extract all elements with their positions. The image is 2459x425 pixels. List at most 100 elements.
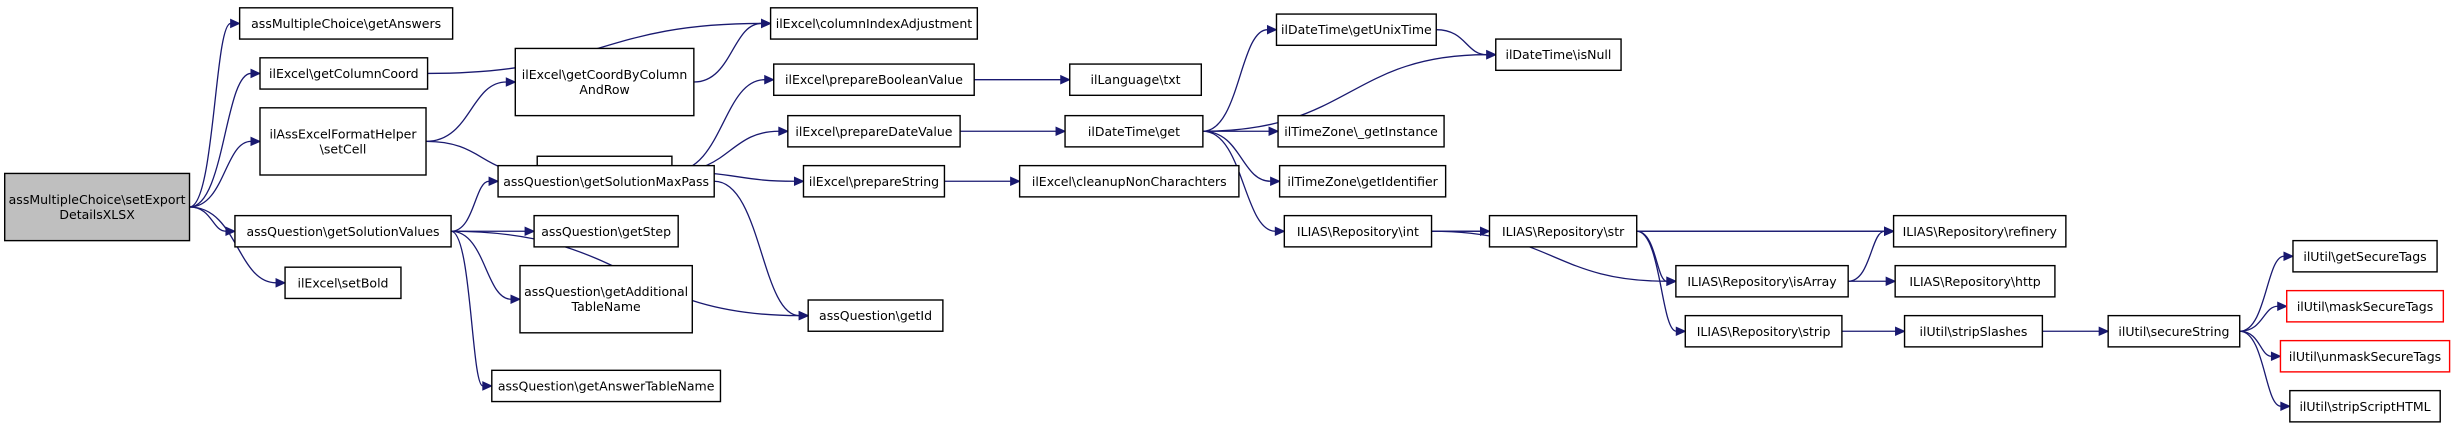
node-box[interactable] xyxy=(1278,164,1447,198)
node-box[interactable] xyxy=(284,266,402,300)
node-box[interactable] xyxy=(1283,214,1433,248)
arrow-head-icon xyxy=(2098,326,2110,337)
graph-node[interactable]: ILIAS\Repository\refinery xyxy=(1892,214,2067,248)
edge-line xyxy=(714,180,800,317)
node-label: assMultipleChoice\getAnswers xyxy=(251,16,441,31)
node-label: assQuestion\getId xyxy=(819,308,932,323)
edge-line xyxy=(450,230,484,387)
node-box[interactable] xyxy=(519,264,693,334)
graph-node[interactable]: ilExcel\columnIndexAdjustment xyxy=(769,7,979,40)
node-box[interactable] xyxy=(2107,314,2241,348)
arrow-head-icon xyxy=(275,278,287,288)
graph-node[interactable]: ilUtil\getSecureTags xyxy=(2292,239,2438,273)
node-label: ILIAS\Repository\str xyxy=(1502,224,1625,239)
node-box[interactable] xyxy=(787,114,961,148)
edge-line xyxy=(1202,29,1268,132)
graph-node[interactable]: ilDateTime\getUnixTime xyxy=(1275,13,1437,47)
graph-node[interactable]: ilExcel\getColumnCoord xyxy=(259,57,429,90)
node-box[interactable] xyxy=(2292,239,2438,273)
graph-node[interactable]: ilAssExcelFormatHelper\setCell xyxy=(259,107,427,176)
node-box[interactable] xyxy=(234,214,452,248)
arrow-head-icon xyxy=(1266,24,1278,35)
graph-node[interactable]: ILIAS\Repository\str xyxy=(1488,214,1638,248)
graph-node[interactable]: ilDateTime\get xyxy=(1064,114,1204,148)
graph-node[interactable]: ilUtil\maskSecureTags xyxy=(2286,289,2445,323)
node-label: ILIAS\Repository\int xyxy=(1297,224,1419,239)
node-label: ilUtil\stripScriptHTML xyxy=(2299,399,2430,414)
node-label: assQuestion\getSolutionMaxPass xyxy=(503,174,709,189)
node-box[interactable] xyxy=(1684,314,1843,348)
node-box[interactable] xyxy=(491,369,722,403)
graph-node[interactable]: assQuestion\getAnswerTableName xyxy=(491,369,722,403)
node-box[interactable] xyxy=(238,7,454,40)
graph-node[interactable]: ilUtil\stripScriptHTML xyxy=(2289,389,2441,423)
node-box[interactable] xyxy=(769,7,979,40)
graph-node[interactable]: ILIAS\Repository\isArray xyxy=(1675,264,1849,298)
graph-node[interactable]: ilExcel\prepareDateValue xyxy=(787,114,961,148)
node-box[interactable] xyxy=(1018,164,1240,198)
graph-node[interactable]: assQuestion\getSolutionMaxPass xyxy=(497,164,715,198)
node-box[interactable] xyxy=(497,164,715,198)
node-label: ilUtil\maskSecureTags xyxy=(2297,299,2433,314)
node-box[interactable] xyxy=(2286,289,2445,323)
edge-line xyxy=(189,22,232,208)
arrow-head-icon xyxy=(1268,126,1280,137)
node-box[interactable] xyxy=(1488,214,1638,248)
graph-node[interactable]: ilExcel\cleanupNonCharachters xyxy=(1018,164,1240,198)
node-box[interactable] xyxy=(1894,264,2056,298)
graph-node[interactable]: assQuestion\getStep xyxy=(533,214,679,248)
graph-node[interactable]: ilExcel\prepareBooleanValue xyxy=(773,63,975,97)
graph-node[interactable]: ilTimeZone\_getInstance xyxy=(1277,114,1445,148)
node-box[interactable] xyxy=(807,299,944,332)
graph-node[interactable]: ilUtil\unmaskSecureTags xyxy=(2279,339,2451,373)
node-label: ilDateTime\isNull xyxy=(1505,47,1611,62)
node-box[interactable] xyxy=(802,164,946,198)
graph-node[interactable]: ilExcel\setBold xyxy=(284,266,402,300)
node-label: assQuestion\getAdditional xyxy=(524,284,688,299)
node-box[interactable] xyxy=(1069,63,1203,97)
node-box[interactable] xyxy=(514,47,695,117)
node-box[interactable] xyxy=(773,63,975,97)
arrow-head-icon xyxy=(764,74,775,85)
graph-node[interactable]: ILIAS\Repository\strip xyxy=(1684,314,1843,348)
graph-node[interactable]: ilTimeZone\getIdentifier xyxy=(1278,164,1447,198)
arrow-head-icon xyxy=(1010,176,1021,187)
node-box[interactable] xyxy=(2279,339,2451,373)
edge-line xyxy=(189,72,252,208)
node-box[interactable] xyxy=(1495,38,1622,72)
node-box[interactable] xyxy=(1892,214,2067,248)
graph-node[interactable]: ILIAS\Repository\int xyxy=(1283,214,1433,248)
node-box[interactable] xyxy=(1277,114,1445,148)
graph-node[interactable]: assQuestion\getId xyxy=(807,299,944,332)
node-box[interactable] xyxy=(2289,389,2441,423)
graph-node[interactable]: assMultipleChoice\getAnswers xyxy=(238,7,454,40)
node-box[interactable] xyxy=(1903,314,2044,348)
graph-node[interactable]: ILIAS\Repository\http xyxy=(1894,264,2056,298)
node-box[interactable] xyxy=(3,172,191,242)
arrow-head-icon xyxy=(230,18,241,29)
node-label: ILIAS\Repository\http xyxy=(1909,274,2040,289)
graph-node[interactable]: ilLanguage\txt xyxy=(1069,63,1203,97)
graph-node[interactable]: ilUtil\secureString xyxy=(2107,314,2241,348)
arrow-head-icon xyxy=(510,294,522,304)
graph-node[interactable]: assQuestion\getSolutionValues xyxy=(234,214,452,248)
node-label: ilExcel\cleanupNonCharachters xyxy=(1032,174,1227,189)
node-label: ilUtil\unmaskSecureTags xyxy=(2289,349,2441,364)
edge-line xyxy=(1202,54,1487,132)
node-box[interactable] xyxy=(533,214,679,248)
node-box[interactable] xyxy=(1675,264,1849,298)
arrow-head-icon xyxy=(488,176,500,187)
graph-node[interactable]: ilExcel\prepareString xyxy=(802,164,946,198)
graph-node[interactable]: ilDateTime\isNull xyxy=(1495,38,1622,72)
node-box[interactable] xyxy=(259,107,427,176)
node-label: ilDateTime\getUnixTime xyxy=(1281,22,1432,37)
graph-node[interactable]: ilUtil\stripSlashes xyxy=(1903,314,2044,348)
node-box[interactable] xyxy=(1275,13,1437,47)
node-box[interactable] xyxy=(259,57,429,90)
arrow-head-icon xyxy=(250,68,262,79)
node-box[interactable] xyxy=(1064,114,1204,148)
